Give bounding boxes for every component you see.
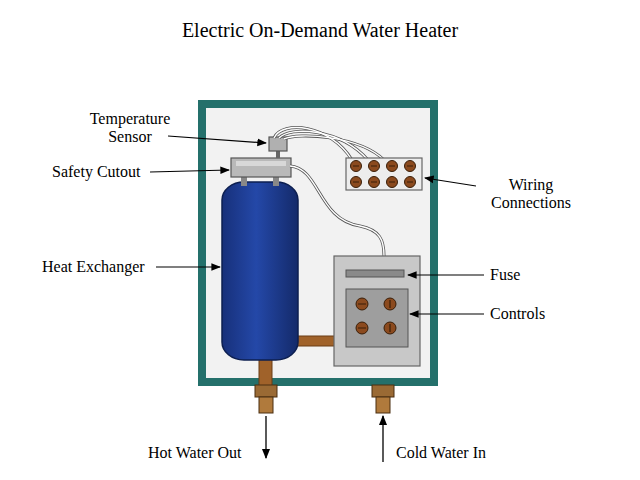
part-label: Hot Water Out [148, 444, 242, 462]
hot-fitting [255, 385, 277, 413]
cutout-highlight [236, 161, 286, 166]
flow-arrow [382, 416, 383, 462]
part-label: Cold Water In [396, 444, 486, 462]
leader-lines [150, 136, 484, 314]
controls-box [334, 256, 420, 366]
terminals [351, 161, 416, 188]
heat-exchanger [222, 182, 298, 360]
control-panel [346, 289, 408, 347]
wires [274, 128, 384, 256]
diagram-title: Electric On-Demand Water Heater [0, 18, 640, 42]
safety-cutout [231, 158, 291, 177]
part-label: Safety Cutout [52, 163, 140, 181]
part-label: Heat Exchanger [42, 258, 145, 276]
cold-fitting [372, 385, 394, 413]
control-terminals [356, 298, 396, 334]
housing [202, 104, 434, 382]
part-label: Wiring Connections [476, 176, 586, 212]
flow-arrow [265, 416, 266, 458]
fuse [346, 270, 404, 277]
part-label: Temperature Sensor [80, 110, 180, 146]
part-label: Fuse [490, 266, 520, 284]
terminal-block [346, 158, 422, 190]
part-label: Controls [490, 305, 545, 323]
